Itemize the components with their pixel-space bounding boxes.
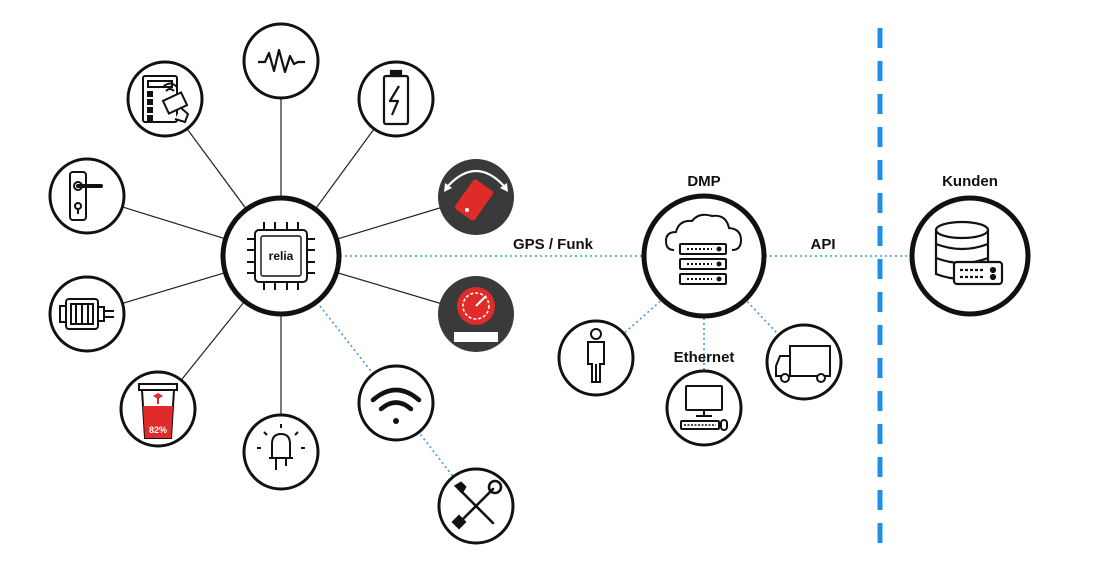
door-node	[48, 157, 126, 235]
activity-wave-icon	[258, 48, 305, 74]
truck-node	[765, 323, 843, 401]
gauge-icon	[454, 287, 498, 342]
led-bulb-icon	[257, 424, 305, 470]
truck-icon	[775, 345, 831, 383]
wifi-icon	[370, 387, 422, 424]
computer-icon	[680, 385, 728, 431]
wifi-link	[319, 305, 397, 404]
battery-node	[357, 60, 435, 138]
fill-level-label: 82%	[149, 425, 167, 435]
phone-rotate-icon	[444, 170, 508, 221]
tools-node	[437, 467, 515, 545]
motor-node	[48, 275, 126, 353]
dmp-node: DMP	[641, 173, 767, 319]
battery-charging-icon	[382, 69, 410, 126]
led-node	[242, 413, 320, 491]
activity-node	[242, 22, 320, 100]
wifi-node	[357, 364, 435, 442]
waste-bin-node: 82%	[119, 370, 197, 448]
kunden-node: Kunden	[909, 173, 1031, 317]
card-reader-node	[126, 60, 204, 138]
gps-funk-label: GPS / Funk	[513, 236, 594, 253]
motor-icon	[59, 298, 114, 330]
waste-bin-fill-icon: 82%	[138, 383, 178, 439]
door-handle-lock-icon	[69, 171, 103, 221]
tools-icon	[451, 479, 503, 530]
person-node	[557, 319, 635, 397]
chip-label: relia	[269, 249, 294, 263]
gauge-node	[438, 276, 514, 352]
dmp-label: DMP	[687, 173, 720, 190]
phone-rotate-node	[438, 159, 514, 235]
cloud-server-icon	[664, 213, 743, 285]
kunden-label: Kunden	[942, 173, 998, 190]
database-server-icon	[934, 220, 1004, 286]
relia-chip-node: relia	[220, 195, 342, 317]
api-label: API	[810, 236, 835, 253]
ethernet-label: Ethernet	[674, 349, 735, 366]
computer-node: Ethernet	[665, 349, 743, 447]
chip-icon	[247, 222, 315, 290]
card-reader-icon	[142, 75, 190, 124]
person-icon	[587, 328, 605, 383]
